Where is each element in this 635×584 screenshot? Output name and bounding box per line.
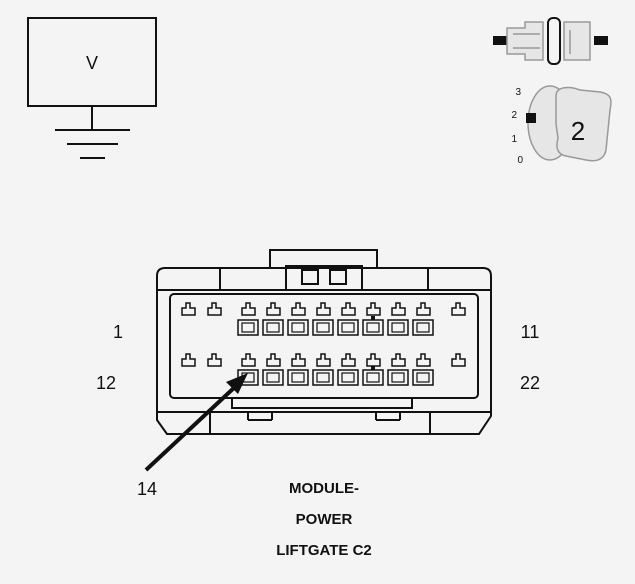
pin-latch [451,302,466,316]
pin-latch [207,302,222,316]
pin-cavity [412,319,434,336]
pin-cavity [412,369,434,386]
pin-latch [181,302,196,316]
pin-cavity [262,369,284,386]
pin-latch [416,302,431,316]
pin-latch [316,353,331,367]
pin-latch [366,302,381,316]
key-position-1: 1 [511,134,517,145]
pin-latch [291,353,306,367]
pin-key-dot [371,316,375,320]
pin-cavity [387,369,409,386]
pin-label-top-right: 11 [521,322,540,342]
pin-cavity [337,319,359,336]
title-line-2: POWER [296,511,353,528]
pin-latch [266,302,281,316]
pin-cavity [237,319,259,336]
voltmeter-symbol [27,17,157,159]
title-line-1: MODULE- [289,480,359,497]
pin-latch [316,302,331,316]
pin-cavity [312,319,334,336]
pin-latch [341,302,356,316]
connector-unplug-icon [493,17,608,65]
pin-latch [241,353,256,367]
pin-latch [266,353,281,367]
pin-label-bottom-right: 22 [520,373,540,393]
pin-key-dot [371,366,375,370]
title-line-3: LIFTGATE C2 [276,542,372,559]
pin-latch [181,353,196,367]
connector-housing [156,249,492,435]
key-selected-position: 2 [571,116,585,146]
pin-cavity [262,319,284,336]
pin-cavity [312,369,334,386]
pin-latch [341,353,356,367]
pin-cavity [287,319,309,336]
pin-latch [207,353,222,367]
pin-latch [366,353,381,367]
key-position-marker-icon [526,113,536,123]
key-position-0: 0 [517,155,523,166]
pin-latch [451,353,466,367]
pin-latch [291,302,306,316]
pin-cavity [387,319,409,336]
pin-latch [416,353,431,367]
key-position-2: 2 [511,110,517,121]
callout-arrow [144,373,248,472]
pin-label-top-left: 1 [113,322,123,342]
key-position-3: 3 [515,87,521,98]
voltmeter-label: V [86,53,98,73]
voltmeter-box [27,17,157,107]
pin-latch [241,302,256,316]
pin-label-bottom-left: 12 [96,373,116,393]
ignition-switch-icon [526,85,612,162]
pin-cavity [287,369,309,386]
pin-cavity [337,369,359,386]
pin-latch [391,302,406,316]
connector-pin-cavities [181,302,466,386]
pin-latch [391,353,406,367]
callout-pin-number: 14 [137,479,157,499]
